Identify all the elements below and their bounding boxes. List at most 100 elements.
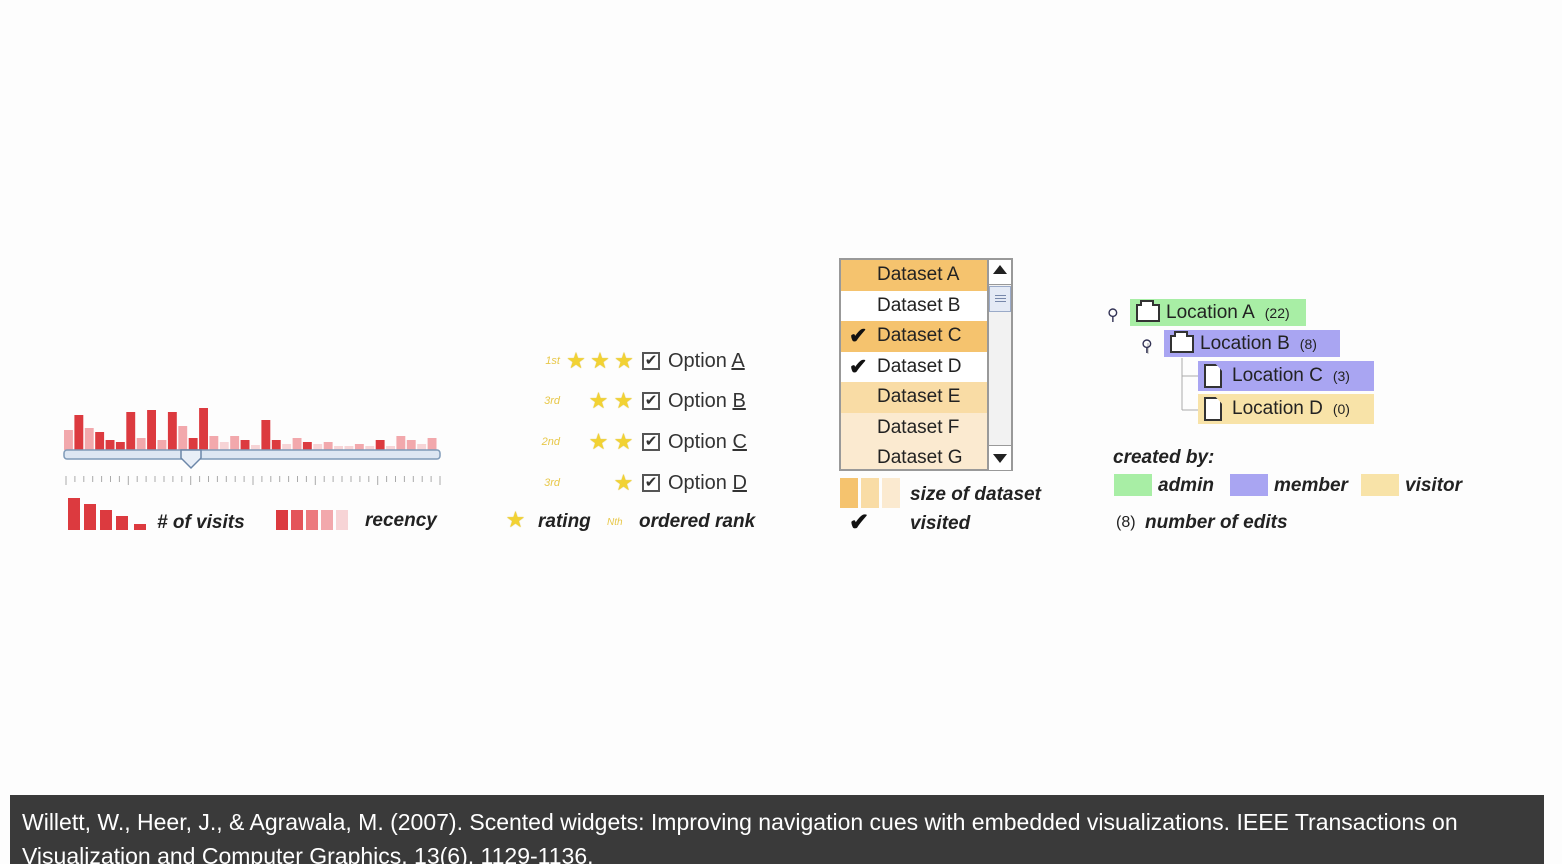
visitor-legend-label: visitor [1405, 475, 1463, 496]
tree-node-location-c[interactable]: Location C (3) [1198, 361, 1374, 391]
option-label[interactable]: Option C [668, 430, 747, 453]
list-item-dataset-c[interactable]: ✔Dataset C [841, 321, 987, 352]
recency-legend-swatch [276, 510, 288, 530]
recency-legend-swatch [336, 510, 348, 530]
rating-stars: ★★★ [564, 350, 636, 372]
visit-bar [427, 438, 437, 450]
visit-bar [209, 436, 219, 450]
visit-bar [334, 446, 343, 450]
visits-legend-bar [116, 516, 128, 530]
option-row-b[interactable]: 3rd ★★ ✔ Option B [534, 388, 746, 414]
expand-pin-icon[interactable]: ⚲ [1107, 307, 1119, 324]
citation-text: Willett, W., Heer, J., & Agrawala, M. (2… [22, 809, 1458, 864]
visit-histogram-slider[interactable] [60, 400, 450, 540]
option-label[interactable]: Option B [668, 389, 746, 412]
option-row-c[interactable]: 2nd ★★ ✔ Option C [534, 429, 747, 455]
star-icon: ★ [613, 388, 634, 413]
list-item-dataset-g[interactable]: Dataset G [841, 443, 987, 469]
visit-bar [271, 440, 281, 450]
slider-track[interactable] [63, 449, 441, 460]
folder-icon [1170, 330, 1194, 353]
rank-label: 1st [545, 355, 560, 367]
visit-bar [354, 444, 364, 450]
list-item-dataset-f[interactable]: Dataset F [841, 412, 987, 443]
star-icon: ★ [613, 470, 634, 495]
rank-label: 3rd [544, 477, 560, 489]
size-legend-swatch-medium [861, 478, 879, 508]
checkbox[interactable]: ✔ [642, 392, 660, 410]
checkbox[interactable]: ✔ [642, 352, 660, 370]
visit-bar [136, 438, 146, 450]
tree-node-location-b[interactable]: Location B (8) [1164, 330, 1340, 357]
visit-bar [282, 444, 292, 450]
slider-thumb[interactable] [180, 449, 202, 470]
list-item-dataset-e[interactable]: Dataset E [841, 382, 987, 413]
grip-icon [995, 295, 1006, 296]
scroll-up-button[interactable] [989, 260, 1011, 285]
rating-legend-star-icon: ★ [505, 507, 526, 532]
visit-bar [365, 446, 375, 450]
checkbox[interactable]: ✔ [642, 433, 660, 451]
visits-legend-bar [68, 498, 80, 530]
visit-bar [167, 412, 177, 450]
edits-legend-label: number of edits [1145, 512, 1288, 533]
visit-bar [199, 408, 208, 450]
star-icon: ★ [614, 348, 634, 373]
option-label[interactable]: Option A [668, 349, 745, 372]
edit-count: (8) [1299, 335, 1317, 352]
rank-legend-label: ordered rank [639, 511, 756, 532]
visits-legend-bar [100, 510, 112, 530]
admin-swatch [1114, 474, 1152, 496]
scroll-down-button[interactable] [989, 445, 1011, 470]
citation-banner: Willett, W., Heer, J., & Agrawala, M. (2… [10, 795, 1544, 864]
tree-node-location-d[interactable]: Location D (0) [1198, 394, 1374, 424]
scroll-thumb[interactable] [989, 286, 1011, 312]
admin-legend-label: admin [1158, 475, 1214, 496]
visit-bar [417, 444, 427, 450]
list-item-label: Dataset F [877, 416, 960, 438]
visited-check-icon: ✔ [849, 509, 870, 536]
list-scrollbar[interactable] [987, 258, 1013, 471]
visit-bar [157, 440, 167, 450]
checkbox[interactable]: ✔ [642, 474, 660, 492]
star-icon: ★ [590, 348, 610, 373]
edit-count: (22) [1264, 304, 1290, 321]
recency-legend-label: recency [365, 510, 437, 531]
rank-legend-glyph: Nth [607, 517, 623, 528]
visit-bar [240, 440, 250, 450]
visit-bar [386, 446, 395, 450]
recency-legend-swatch [321, 510, 333, 530]
visited-check-icon: ✔ [849, 323, 868, 348]
visit-bar [344, 446, 354, 450]
node-label: Location B [1200, 332, 1290, 354]
visit-bar [323, 442, 333, 450]
option-row-a[interactable]: 1st ★★★ ✔ Option A [534, 348, 745, 374]
option-label[interactable]: Option D [668, 471, 747, 494]
visit-bar [292, 438, 302, 450]
slider-ticks [65, 476, 441, 485]
scroll-down-arrow-icon [993, 454, 1007, 463]
edit-count: (0) [1332, 401, 1350, 417]
edits-legend-glyph: (8) [1116, 514, 1136, 531]
list-item-dataset-b[interactable]: Dataset B [841, 290, 987, 321]
list-item-dataset-a[interactable]: Dataset A [841, 260, 987, 291]
visit-bar [178, 426, 188, 450]
visit-bar [396, 436, 406, 450]
node-label: Location D [1232, 398, 1323, 419]
size-legend-swatch-small [882, 478, 900, 508]
star-icon: ★ [588, 429, 609, 454]
expand-pin-icon[interactable]: ⚲ [1141, 338, 1153, 355]
created-by-heading: created by: [1113, 447, 1215, 468]
tree-node-location-a[interactable]: Location A (22) [1130, 299, 1306, 326]
option-row-d[interactable]: 3rd ★ ✔ Option D [534, 470, 747, 496]
visit-bar [105, 440, 115, 450]
rating-legend-label: rating [538, 511, 591, 532]
visit-bar [313, 444, 323, 450]
document-icon [1204, 397, 1222, 421]
visit-bars [64, 408, 437, 450]
visit-bar [126, 412, 136, 450]
visited-check-icon: ✔ [849, 353, 868, 379]
list-item-dataset-d[interactable]: ✔Dataset D [841, 351, 987, 382]
visit-bar [302, 442, 312, 450]
